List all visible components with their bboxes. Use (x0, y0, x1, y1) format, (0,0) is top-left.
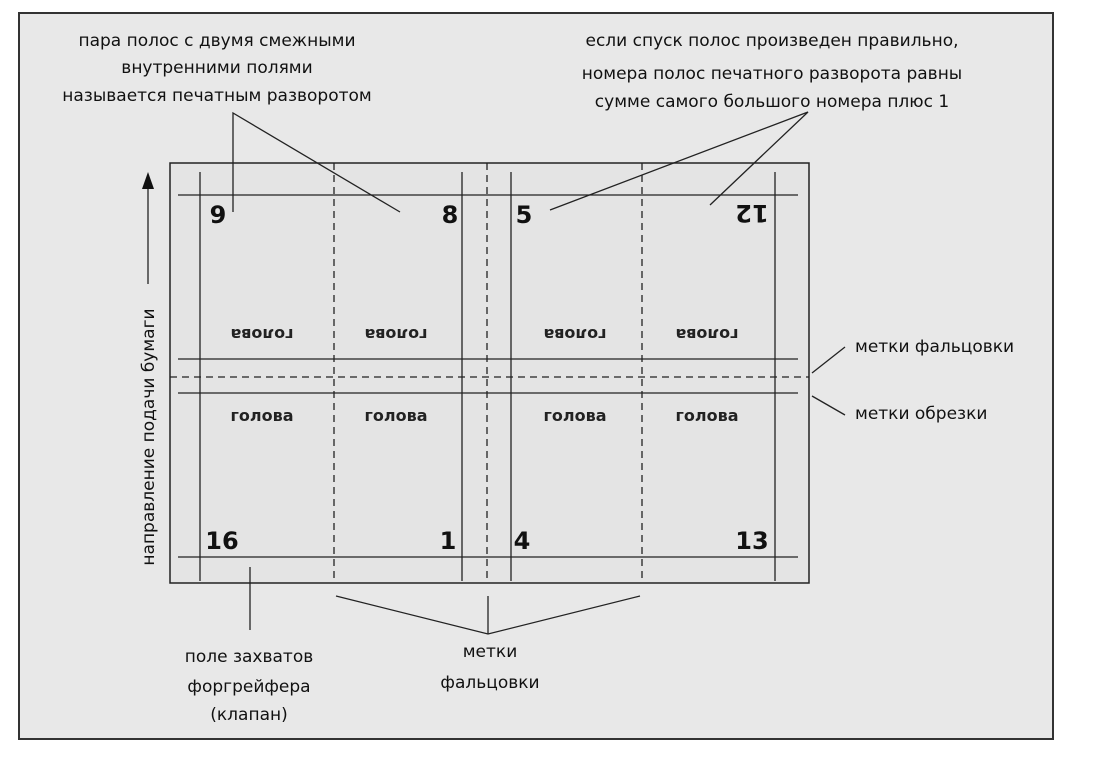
head-label: голова (231, 325, 294, 344)
trim-marks-pointer-right (811, 395, 846, 416)
head-label: голова (676, 325, 739, 344)
page-number-8: 8 (442, 201, 459, 229)
fold-marks-label-right: метки фальцовки (855, 337, 1014, 357)
fold-marks-note-line-1: метки (463, 642, 518, 662)
gripper-note-line-2: форгрейфера (187, 677, 310, 697)
page-number-13: 13 (735, 527, 768, 555)
page-number-9: 9 (210, 201, 227, 229)
fold-marks-pointer-right (811, 346, 846, 374)
head-label: голова (365, 325, 428, 344)
page-number-4: 4 (514, 527, 531, 555)
rule-note-pointer (549, 111, 809, 211)
page-number-12: 12 (735, 199, 768, 227)
head-label: голова (676, 406, 739, 425)
paper-feed-label: направление подачи бумаги (139, 308, 159, 565)
page-number-1: 1 (440, 527, 457, 555)
head-label: голова (365, 406, 428, 425)
spread-note-line-3: называется печатным разворотом (62, 86, 371, 106)
rule-note-line-3: сумме самого большого номера плюс 1 (595, 92, 949, 112)
head-label: голова (231, 406, 294, 425)
paper-feed-arrow-icon (142, 172, 154, 189)
gripper-note-line-1: поле захватов (185, 647, 314, 667)
head-label: голова (544, 325, 607, 344)
page-number-16: 16 (205, 527, 238, 555)
spread-note-line-1: пара полос с двумя смежными (78, 31, 355, 51)
fold-marks-note-line-2: фальцовки (440, 673, 539, 693)
spread-note-pointer (232, 111, 401, 213)
spread-note-line-2: внутренними полями (121, 58, 312, 78)
printed-sheet (169, 162, 810, 584)
page-number-5: 5 (516, 201, 533, 229)
gripper-note-line-3: (клапан) (210, 705, 287, 725)
rule-note-line-1: если спуск полос произведен правильно, (586, 31, 959, 51)
trim-marks-label-right: метки обрезки (855, 404, 987, 424)
head-label: голова (544, 406, 607, 425)
rule-note-line-2: номера полос печатного разворота равны (582, 64, 962, 84)
